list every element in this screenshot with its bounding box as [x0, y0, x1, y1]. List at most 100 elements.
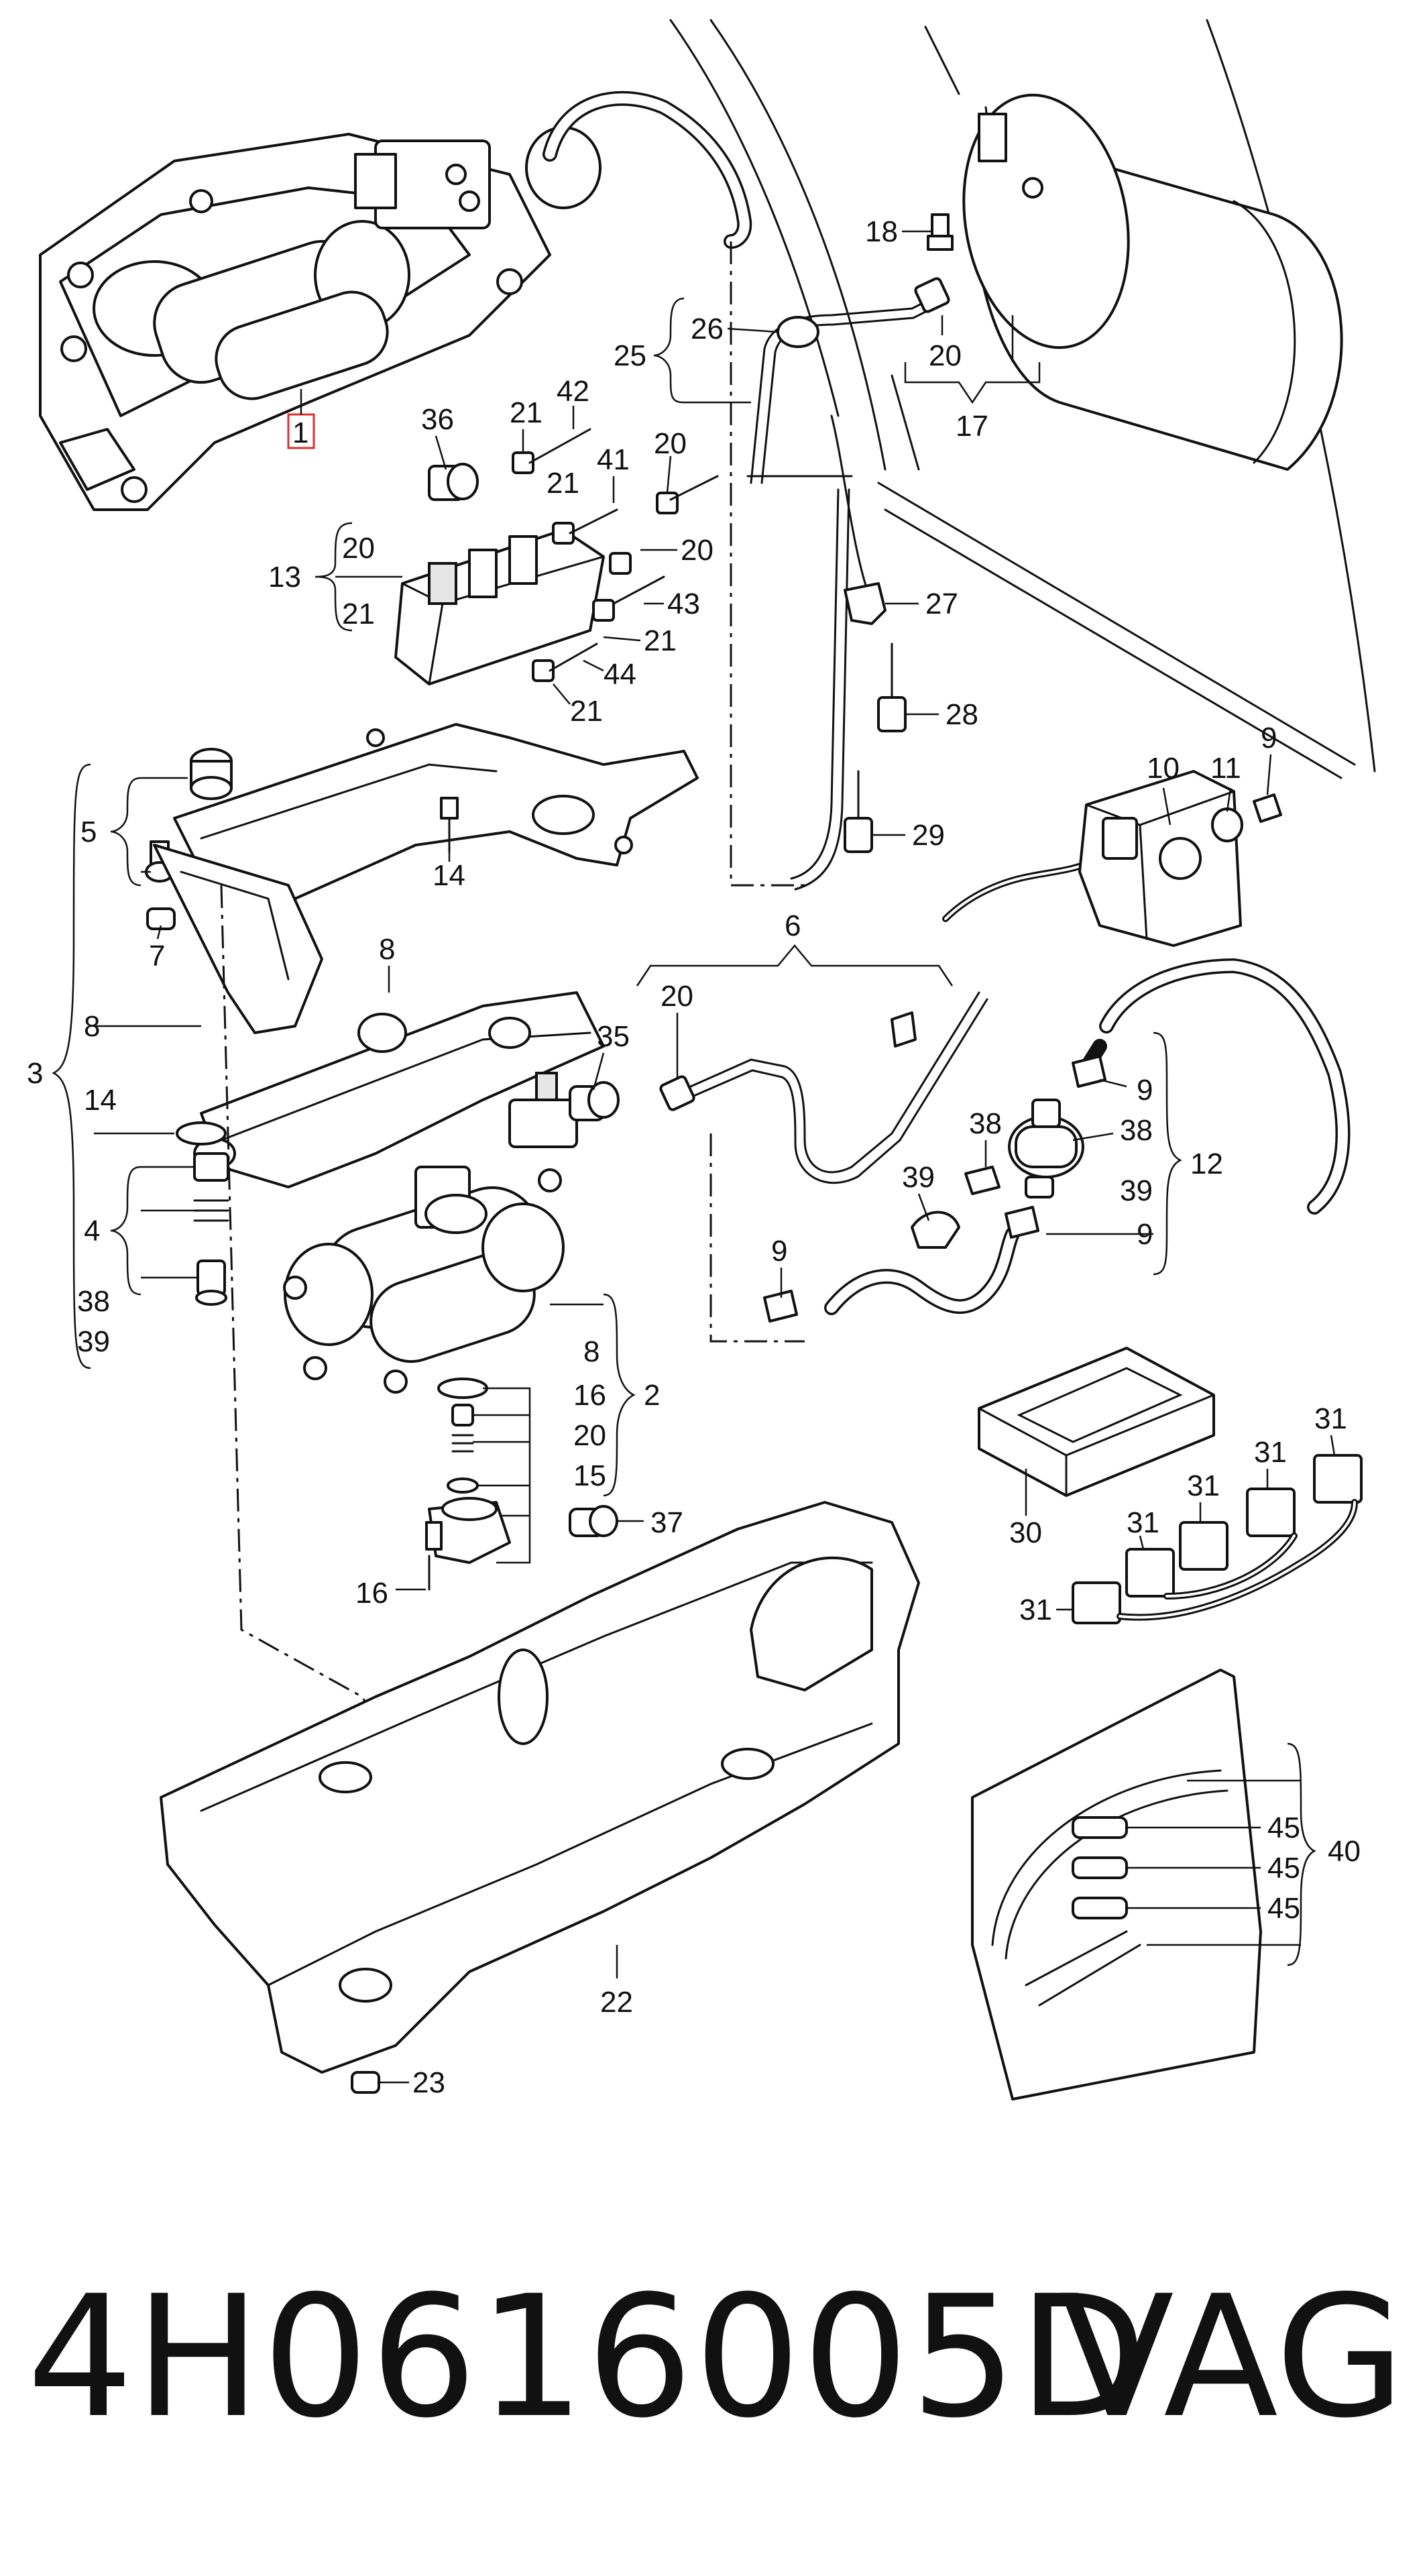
callout-16: 16 — [355, 1577, 388, 1610]
callout-20: 20 — [929, 339, 962, 372]
callout-30: 30 — [1009, 1516, 1042, 1549]
callout-45: 45 — [1267, 1892, 1300, 1925]
nut-23[interactable] — [351, 2071, 380, 2094]
bush-36[interactable] — [428, 463, 479, 501]
callout-6: 6 — [785, 909, 801, 942]
callout-4: 4 — [84, 1215, 100, 1247]
seal-37[interactable] — [569, 1505, 618, 1537]
clip-29[interactable] — [844, 770, 873, 853]
seal-kit-16-20-15[interactable] — [437, 1378, 488, 1494]
sensor-35[interactable] — [569, 1081, 620, 1121]
wiring-harness-10 — [942, 855, 1103, 922]
nut-11[interactable] — [1211, 807, 1243, 842]
brand-name: VAG — [1060, 2259, 1406, 2455]
callout-11: 11 — [1210, 752, 1241, 785]
bracket-upper[interactable] — [173, 723, 699, 900]
valve-fittings[interactable] — [512, 451, 679, 682]
hose-compressor-top — [543, 91, 752, 249]
callout-39: 39 — [77, 1325, 110, 1358]
fittings-45[interactable] — [1072, 1816, 1128, 1919]
callout-20: 20 — [342, 532, 375, 565]
valve-block-13[interactable] — [394, 528, 605, 685]
callout-43: 43 — [667, 587, 700, 620]
part-number: 4H0616005D — [27, 2259, 1149, 2455]
callout-22: 22 — [600, 1986, 633, 2019]
compressor-lower-2[interactable] — [193, 991, 605, 1394]
callout-37: 37 — [650, 1506, 683, 1539]
callout-21: 21 — [547, 467, 579, 500]
callout-21: 21 — [510, 396, 543, 429]
callout-35: 35 — [597, 1020, 630, 1053]
callout-27: 27 — [925, 587, 958, 620]
callout-12: 12 — [1190, 1147, 1223, 1180]
callout-39: 39 — [902, 1161, 935, 1194]
callout-14: 14 — [433, 859, 465, 892]
callout-41: 41 — [597, 443, 630, 476]
pressure-line-25 — [750, 294, 941, 484]
damper-stack-4[interactable] — [193, 1152, 229, 1306]
union-nut-20-reservoir[interactable] — [914, 277, 950, 313]
connector-harness-31 — [1117, 1499, 1358, 1621]
callout-2: 2 — [644, 1379, 660, 1412]
grommet-26[interactable] — [777, 316, 819, 348]
callout-42: 42 — [557, 375, 589, 408]
rubber-mount-5[interactable] — [190, 748, 233, 800]
callout-labels: 1 36 21 42 21 41 20 20 43 21 44 21 13 20… — [27, 215, 1361, 2099]
leader-lines — [52, 230, 1336, 2084]
frame-bracket-3[interactable] — [153, 844, 323, 1034]
control-module-30[interactable] — [978, 1347, 1215, 1497]
union-nut-20-pipe[interactable] — [659, 1075, 695, 1111]
underbody-cover-22[interactable] — [160, 1501, 920, 2074]
callout-16: 16 — [573, 1379, 606, 1412]
clip-9-upper[interactable] — [1253, 793, 1282, 823]
callout-44: 44 — [604, 658, 636, 691]
callout-38: 38 — [969, 1107, 1002, 1140]
hose-clips-9[interactable] — [763, 1055, 1106, 1323]
callout-40: 40 — [1328, 1835, 1361, 1868]
callout-39: 39 — [1120, 1174, 1153, 1207]
callout-14: 14 — [84, 1084, 117, 1117]
bolt-18[interactable] — [927, 213, 954, 251]
ring-14[interactable] — [176, 1121, 227, 1145]
callout-17: 17 — [956, 410, 988, 443]
callout-18: 18 — [865, 215, 898, 248]
callout-29: 29 — [912, 819, 945, 852]
repair-kit-bag-40[interactable] — [971, 1669, 1262, 2101]
callout-21: 21 — [644, 624, 677, 657]
clip-38-39[interactable] — [911, 1166, 1001, 1249]
callout-8: 8 — [583, 1335, 600, 1368]
clip-27[interactable] — [844, 582, 887, 625]
callout-25: 25 — [614, 339, 646, 372]
callout-9: 9 — [1261, 722, 1277, 754]
callout-9: 9 — [1137, 1218, 1153, 1251]
callout-10: 10 — [1147, 752, 1180, 785]
air-reservoir-tank[interactable] — [945, 82, 1343, 471]
clip-28[interactable] — [877, 642, 907, 732]
callout-45: 45 — [1267, 1852, 1300, 1885]
valve-body-16[interactable] — [425, 1497, 511, 1591]
callout-38: 38 — [1120, 1114, 1153, 1147]
callout-31: 31 — [1314, 1402, 1347, 1435]
filter-12[interactable] — [1008, 1099, 1084, 1198]
callout-31: 31 — [1019, 1593, 1052, 1626]
air-hose-12 — [824, 958, 1351, 1315]
callout-21: 21 — [342, 598, 375, 630]
dashed-guide-lower — [709, 1133, 805, 1343]
callout-20: 20 — [573, 1419, 606, 1452]
callout-45: 45 — [1267, 1811, 1300, 1844]
callout-20: 20 — [681, 534, 714, 567]
callout-5: 5 — [80, 816, 97, 848]
compressor-assembly-top[interactable] — [39, 126, 602, 511]
callout-31: 31 — [1254, 1436, 1287, 1469]
control-unit-10[interactable] — [1078, 770, 1242, 947]
connectors-31[interactable] — [1072, 1454, 1363, 1624]
callout-20: 20 — [654, 427, 687, 460]
callout-38: 38 — [77, 1285, 110, 1318]
callout-20: 20 — [661, 980, 693, 1013]
callout-9: 9 — [771, 1235, 787, 1268]
dashed-link-pipe — [730, 483, 805, 887]
callout-8: 8 — [84, 1010, 100, 1043]
clip-6[interactable] — [891, 1011, 917, 1048]
bolt-14-upper[interactable] — [440, 797, 459, 853]
pipe-stubs-41-44 — [528, 428, 719, 672]
